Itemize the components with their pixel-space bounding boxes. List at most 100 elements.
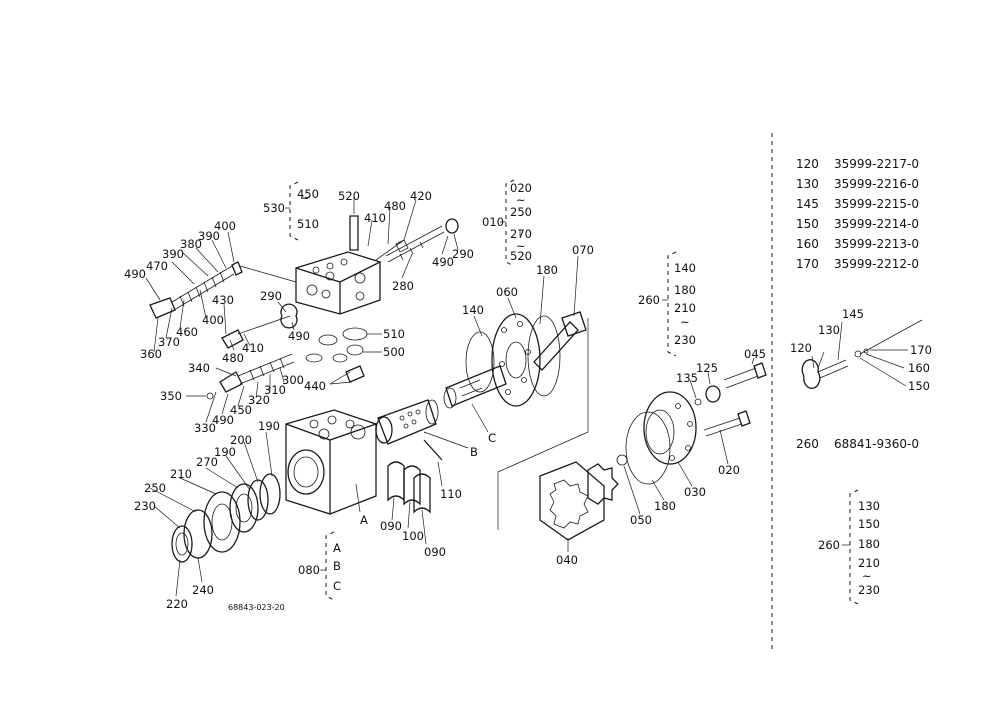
label-180b: 180 (654, 499, 676, 513)
table-row-6-no: 170 (796, 257, 819, 271)
label-140: 140 (462, 303, 484, 317)
label-310: 310 (264, 383, 286, 397)
label-150: 150 (908, 379, 930, 393)
label-280: 280 (392, 279, 414, 293)
label-k230: 230 (858, 583, 880, 597)
label-520: 520 (338, 189, 360, 203)
label-190: 190 (258, 419, 280, 433)
label-125: 125 (696, 361, 718, 375)
brackets (289, 179, 859, 605)
inset-valve-parts (801, 319, 923, 389)
label-160: 160 (908, 361, 930, 375)
label-200: 200 (230, 433, 252, 447)
label-group-b: B (333, 559, 341, 573)
label-470: 470 (146, 259, 168, 273)
label-c: C (488, 431, 496, 445)
shaft-seals (171, 473, 281, 563)
label-group-a: A (333, 541, 341, 555)
label-510b: 510 (383, 327, 405, 341)
table-row-2-part: 35999-2216-0 (834, 177, 919, 191)
label-120: 120 (790, 341, 812, 355)
label-080: 080 (298, 563, 320, 577)
label-tilde-d: ~ (680, 315, 690, 329)
label-380: 380 (180, 237, 202, 251)
drawing-code: 68843-023-20 (228, 603, 285, 612)
label-230g: 230 (674, 333, 696, 347)
valve-block (295, 251, 381, 315)
bolt-045 (694, 362, 767, 406)
label-100: 100 (402, 529, 424, 543)
label-290: 290 (452, 247, 474, 261)
label-180: 180 (536, 263, 558, 277)
table-row-3-part: 35999-2215-0 (834, 197, 919, 211)
o-rings (305, 327, 368, 385)
retaining-clips (387, 461, 431, 514)
label-060: 060 (496, 285, 518, 299)
label-010: 010 (482, 215, 504, 229)
table-row-1-no: 120 (796, 157, 819, 171)
label-130: 130 (818, 323, 840, 337)
label-260: 260 (638, 293, 660, 307)
label-tilde-e: ~ (862, 569, 872, 583)
spool (443, 365, 507, 409)
label-490c: 490 (288, 329, 310, 343)
label-k130: 130 (858, 499, 880, 513)
table-row-1-part: 35999-2217-0 (834, 157, 919, 171)
label-190b: 190 (214, 445, 236, 459)
label-040: 040 (556, 553, 578, 567)
label-k180: 180 (858, 537, 880, 551)
label-400: 400 (214, 219, 236, 233)
label-460: 460 (176, 325, 198, 339)
label-020b: 020 (718, 463, 740, 477)
label-510: 510 (297, 217, 319, 231)
label-145: 145 (842, 307, 864, 321)
label-360: 360 (140, 347, 162, 361)
part-labels: 450 530 ~ 510 520 410 480 420 490 290 28… (124, 181, 766, 612)
label-400b: 400 (202, 313, 224, 327)
label-450: 450 (297, 187, 319, 201)
label-tilde-b: ~ (516, 193, 526, 207)
label-530: 530 (263, 201, 285, 215)
parts-table: 120 35999-2217-0 130 35999-2216-0 145 35… (796, 157, 919, 451)
label-030: 030 (684, 485, 706, 499)
label-290b: 290 (260, 289, 282, 303)
label-490: 490 (432, 255, 454, 269)
table-row-5-no: 160 (796, 237, 819, 251)
inset-labels: 120 130 145 170 160 150 130 150 260 180 … (790, 307, 932, 597)
kit-row-no: 260 (796, 437, 819, 451)
label-330: 330 (194, 421, 216, 435)
label-170: 170 (910, 343, 932, 357)
label-440: 440 (304, 379, 326, 393)
label-320: 320 (248, 393, 270, 407)
label-390b: 390 (162, 247, 184, 261)
label-430: 430 (212, 293, 234, 307)
label-090: 090 (380, 519, 402, 533)
leader-lines (145, 198, 908, 597)
label-270: 270 (510, 227, 532, 241)
relief-valve-parts (149, 261, 298, 400)
label-140g: 140 (674, 261, 696, 275)
gerotor-plate (539, 454, 628, 541)
label-b: B (470, 445, 478, 459)
assembly-frame (497, 318, 589, 530)
label-250b: 250 (144, 481, 166, 495)
label-450b: 450 (230, 403, 252, 417)
label-tilde-c: ~ (516, 239, 526, 253)
label-240: 240 (192, 583, 214, 597)
label-050: 050 (630, 513, 652, 527)
plate (465, 313, 561, 407)
label-420: 420 (410, 189, 432, 203)
label-k210: 210 (858, 556, 880, 570)
label-390: 390 (198, 229, 220, 243)
label-340: 340 (188, 361, 210, 375)
label-520b: 520 (510, 249, 532, 263)
label-110: 110 (440, 487, 462, 501)
label-370: 370 (158, 335, 180, 349)
end-cover (625, 391, 751, 485)
label-410: 410 (364, 211, 386, 225)
table-row-2-no: 130 (796, 177, 819, 191)
spool-sleeve (375, 399, 443, 461)
label-045: 045 (744, 347, 766, 361)
label-300: 300 (282, 373, 304, 387)
label-220: 220 (166, 597, 188, 611)
